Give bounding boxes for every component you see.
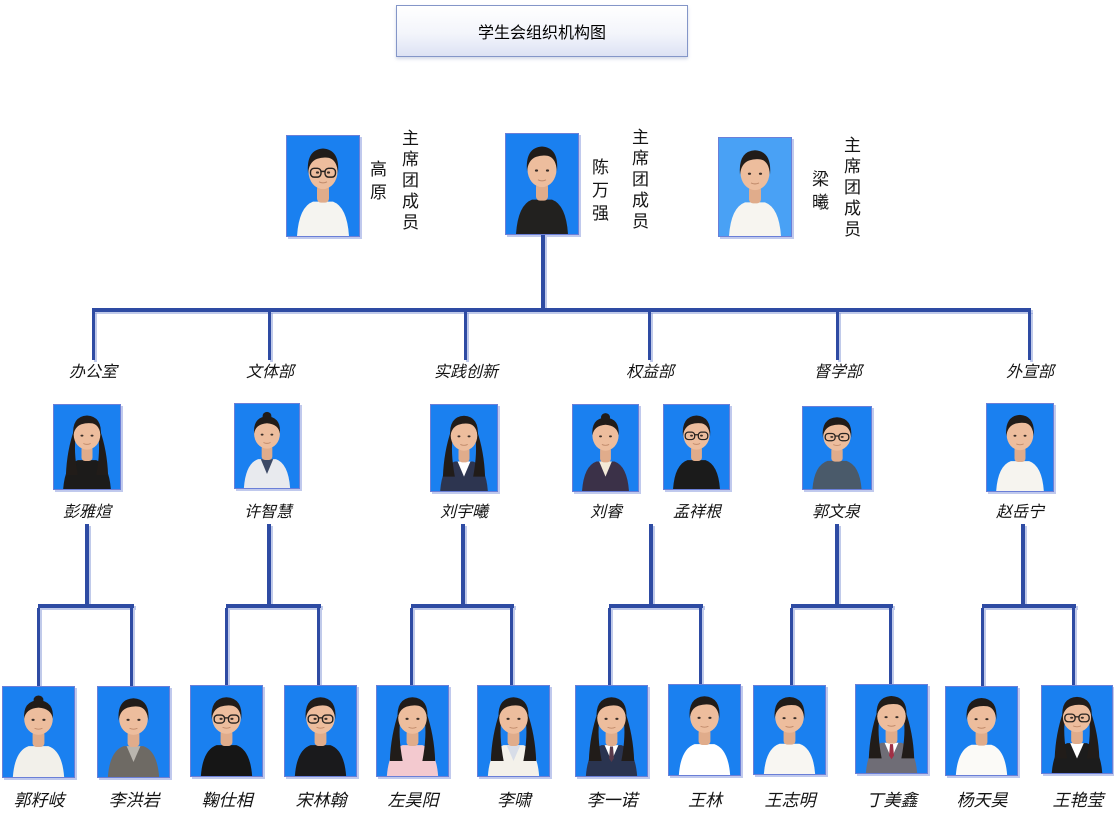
member-name-guoziqi: 郭籽岐	[13, 791, 65, 810]
connector-g5-stem	[835, 524, 839, 606]
connector-g4-drop-right	[699, 608, 702, 686]
member-name-wanglin: 王林	[688, 791, 722, 810]
photo-member-jushixiang	[190, 685, 263, 777]
connector-drop-duxue	[836, 311, 839, 360]
leader-name-guowenquan: 郭文泉	[811, 504, 860, 521]
dept-label-duxue: 督学部	[813, 364, 862, 381]
member-name-lihongyan: 李洪岩	[108, 791, 160, 810]
member-name-lixiao: 李啸	[497, 791, 531, 810]
presidium-name-2: 陈万强	[589, 158, 608, 227]
connector-drop-office	[92, 311, 95, 360]
chart-title: 学生会组织机构图	[477, 25, 606, 42]
dept-label-quanyi: 权益部	[625, 364, 674, 381]
connector-g5-drop-left	[790, 608, 793, 686]
connector-drop-waixuan	[1028, 311, 1031, 360]
photo-leader-liurui	[572, 404, 639, 492]
presidium-name-1: 高原	[367, 160, 386, 206]
chart-title-box: 学生会组织机构图	[396, 5, 688, 57]
photo-leader-xuzhihui	[234, 403, 300, 489]
member-name-yangtianhao: 杨天昊	[956, 791, 1008, 810]
connector-g1-horizontal	[38, 604, 134, 608]
connector-g3-stem	[461, 524, 465, 606]
connector-g2-horizontal	[226, 604, 321, 608]
photo-leader-guowenquan	[802, 406, 872, 490]
presidium-name-3: 梁曦	[809, 170, 828, 216]
connector-g1-stem	[85, 524, 89, 606]
presidium-role-3: 主席团成员	[841, 136, 860, 241]
photo-member-songlinhan	[284, 685, 357, 777]
photo-member-lihongyan	[97, 686, 170, 778]
photo-leader-mengxianggen	[663, 404, 730, 490]
leader-name-xuzhihui: 许智慧	[243, 504, 292, 521]
dept-label-waixuan: 外宣部	[1005, 364, 1054, 381]
photo-member-dingmeixin	[855, 684, 928, 774]
connector-root-stem	[541, 235, 545, 310]
member-name-liyinuo: 李一诺	[586, 791, 638, 810]
connector-g5-drop-right	[889, 608, 892, 686]
connector-g1-drop-right	[130, 608, 133, 686]
presidium-role-2: 主席团成员	[629, 128, 648, 233]
photo-leader-liuyuxi	[430, 404, 498, 492]
member-name-zuohaoyang: 左昊阳	[387, 791, 439, 810]
photo-member-guoziqi	[2, 686, 75, 778]
member-name-songlinhan: 宋林翰	[295, 791, 347, 810]
leader-name-liurui: 刘睿	[589, 504, 622, 521]
member-name-dingmeixin: 丁美鑫	[866, 791, 918, 810]
leader-name-pengyaxuan: 彭雅煊	[62, 504, 111, 521]
connector-drop-quanyi	[648, 311, 651, 360]
presidium-role-1: 主席团成员	[399, 129, 418, 234]
connector-g3-horizontal	[411, 604, 514, 608]
connector-g6-horizontal	[982, 604, 1076, 608]
connector-g5-horizontal	[791, 604, 893, 608]
connector-drop-wenti	[268, 311, 271, 360]
member-name-jushixiang: 鞠仕相	[201, 791, 253, 810]
photo-member-zuohaoyang	[376, 685, 449, 777]
leader-name-mengxianggen: 孟祥根	[672, 504, 721, 521]
photo-member-wangyanying	[1041, 685, 1113, 774]
connector-g6-drop-right	[1072, 608, 1075, 686]
member-name-wangyanying: 王艳莹	[1052, 791, 1104, 810]
connector-g4-stem	[649, 524, 653, 606]
connector-g6-drop-left	[981, 608, 984, 686]
photo-member-yangtianhao	[945, 686, 1018, 776]
photo-member-lixiao	[477, 685, 550, 777]
photo-member-wanglin	[668, 684, 741, 776]
leader-name-zhaoyuening: 赵岳宁	[995, 504, 1044, 521]
photo-member-liyinuo	[575, 685, 648, 777]
connector-g6-stem	[1021, 524, 1025, 606]
dept-label-shijian: 实践创新	[433, 364, 498, 381]
dept-label-wenti: 文体部	[245, 364, 294, 381]
connector-top-horizontal	[92, 308, 1031, 312]
connector-g2-drop-left	[225, 608, 228, 686]
photo-leader-pengyaxuan	[53, 404, 121, 490]
photo-member-wangzhiming	[753, 685, 826, 775]
photo-presidium-chenwanqiang	[505, 133, 579, 235]
connector-g3-drop-right	[510, 608, 513, 686]
photo-leader-zhaoyuening	[986, 403, 1054, 492]
photo-presidium-liangxi	[718, 137, 792, 237]
connector-g4-drop-left	[608, 608, 611, 686]
connector-g2-stem	[267, 524, 271, 606]
dept-label-office: 办公室	[68, 364, 117, 381]
connector-g3-drop-left	[410, 608, 413, 686]
connector-g2-drop-right	[317, 608, 320, 686]
photo-presidium-gaoyuan	[286, 135, 360, 237]
connector-drop-shijian	[464, 311, 467, 360]
connector-g1-drop-left	[37, 608, 40, 686]
leader-name-liuyuxi: 刘宇曦	[439, 504, 488, 521]
member-name-wangzhiming: 王志明	[764, 791, 816, 810]
connector-g4-horizontal	[609, 604, 703, 608]
